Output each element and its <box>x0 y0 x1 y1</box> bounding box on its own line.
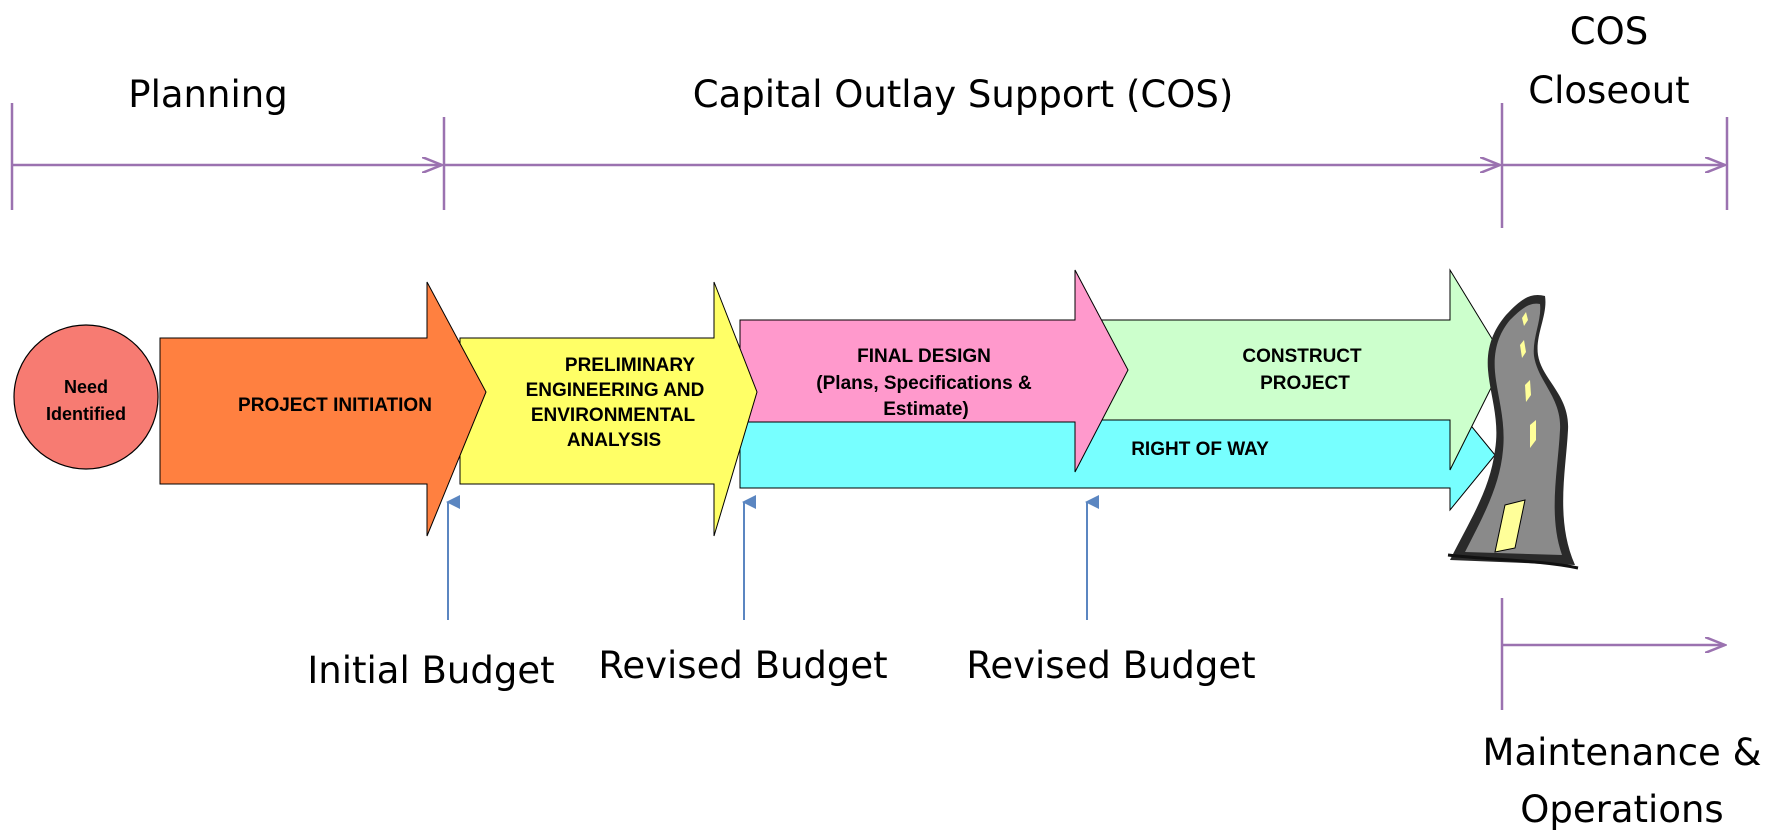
need-identified-circle <box>13 324 159 470</box>
preliminary-arrow <box>459 281 758 537</box>
prelim-label-line2: ENGINEERING AND <box>526 380 705 401</box>
right-of-way-label: RIGHT OF WAY <box>1131 439 1269 460</box>
cos-label: Capital Outlay Support (COS) <box>693 73 1234 116</box>
initiation-arrow <box>159 281 487 537</box>
prelim-label-line3: ENVIRONMENTAL <box>531 405 696 426</box>
road-icon <box>1447 294 1579 570</box>
initial-budget-label: Initial Budget <box>307 649 554 692</box>
closeout-label-line1: COS <box>1570 10 1648 53</box>
construct-label-line1: CONSTRUCT <box>1242 346 1362 367</box>
phase-timeline <box>10 103 1729 710</box>
final-label-line3: Estimate) <box>883 399 969 420</box>
initiation-label: PROJECT INITIATION <box>238 395 432 416</box>
maintenance-label-line2: Operations <box>1520 788 1723 831</box>
revised-budget-1-label: Revised Budget <box>598 644 887 687</box>
final-label-line2: (Plans, Specifications & <box>816 373 1032 394</box>
maintenance-label-line1: Maintenance & <box>1483 731 1762 774</box>
closeout-label-line2: Closeout <box>1528 69 1689 112</box>
prelim-label-line4: ANALYSIS <box>567 430 661 451</box>
need-label-line2: Identified <box>46 404 126 424</box>
need-label-line1: Need <box>64 377 108 397</box>
construct-label-line2: PROJECT <box>1260 373 1350 394</box>
final-design-arrow <box>739 269 1129 473</box>
planning-label: Planning <box>128 73 287 116</box>
revised-budget-2-label: Revised Budget <box>966 644 1255 687</box>
final-label-line1: FINAL DESIGN <box>857 346 991 367</box>
prelim-label-line1: PRELIMINARY <box>565 355 696 376</box>
